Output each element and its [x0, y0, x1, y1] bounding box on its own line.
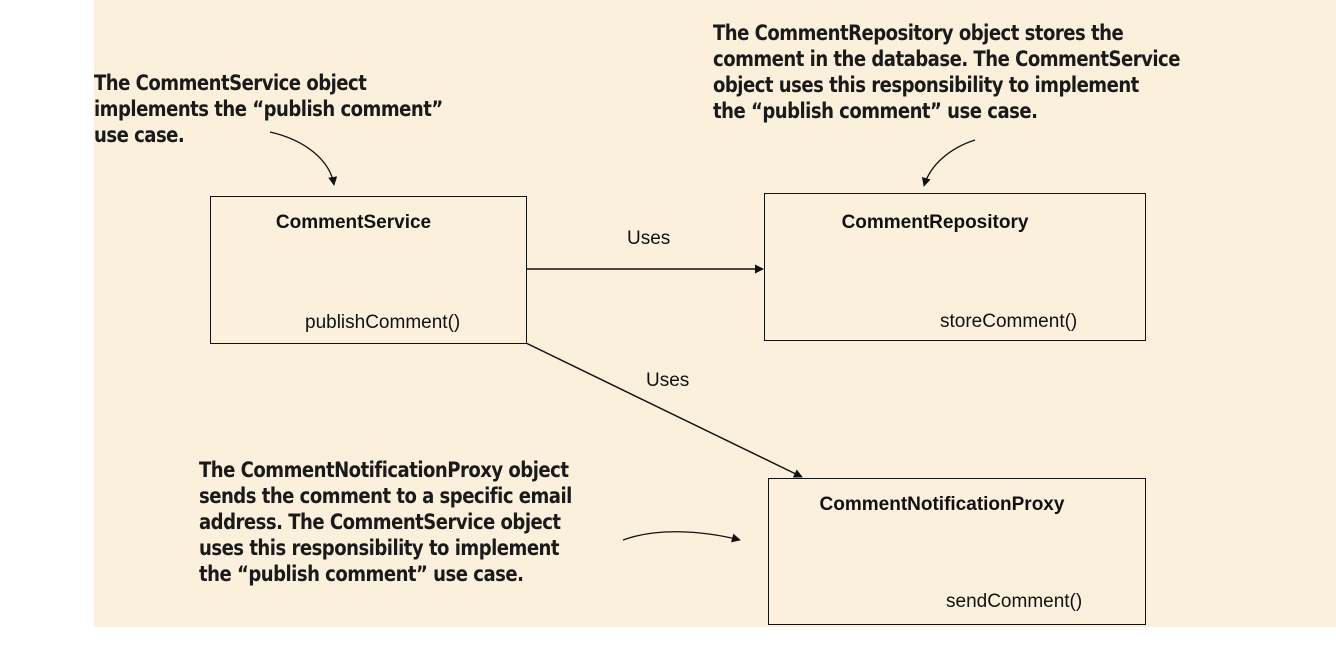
- diagram-panel: [94, 0, 1336, 627]
- note-line: address. The CommentService object: [199, 510, 561, 534]
- note-comment-service: The CommentService object implements the…: [94, 70, 443, 148]
- note-line: The CommentRepository object stores the: [713, 21, 1124, 45]
- pointer-service-note: [269, 131, 338, 186]
- note-line: The CommentNotificationProxy object: [199, 458, 569, 482]
- class-title: CommentRepository: [841, 212, 1029, 233]
- note-line: implements the “publish comment”: [94, 97, 443, 121]
- note-line: the “publish comment” use case.: [713, 99, 1038, 123]
- note-line: sends the comment to a specific email: [199, 484, 572, 508]
- note-line: the “publish comment” use case.: [199, 562, 524, 586]
- note-line: The CommentService object: [94, 71, 367, 95]
- edge-label-uses-proxy: Uses: [646, 370, 690, 391]
- class-title: CommentService: [275, 212, 432, 233]
- note-line: object uses this responsibility to imple…: [713, 73, 1139, 97]
- class-method: sendComment(): [946, 591, 1083, 612]
- class-method: publishComment(): [305, 312, 461, 333]
- class-method: storeComment(): [940, 311, 1078, 332]
- class-box-comment-service: CommentService publishComment(): [210, 196, 527, 344]
- edge-service-to-proxy: [525, 342, 803, 478]
- class-box-comment-repository: CommentRepository storeComment(): [764, 193, 1146, 341]
- note-comment-repository: The CommentRepository object stores the …: [713, 20, 1180, 124]
- note-line: use case.: [94, 123, 185, 147]
- pointer-repository-note: [921, 139, 976, 187]
- edge-label-uses-repository: Uses: [627, 228, 671, 249]
- note-line: comment in the database. The CommentServ…: [713, 47, 1180, 71]
- class-title: CommentNotificationProxy: [819, 494, 1065, 515]
- class-box-comment-notification-proxy: CommentNotificationProxy sendComment(): [768, 478, 1146, 625]
- note-line: uses this responsibility to implement: [199, 536, 560, 560]
- pointer-proxy-note: [622, 531, 741, 543]
- note-comment-notification-proxy: The CommentNotificationProxy object send…: [199, 457, 572, 587]
